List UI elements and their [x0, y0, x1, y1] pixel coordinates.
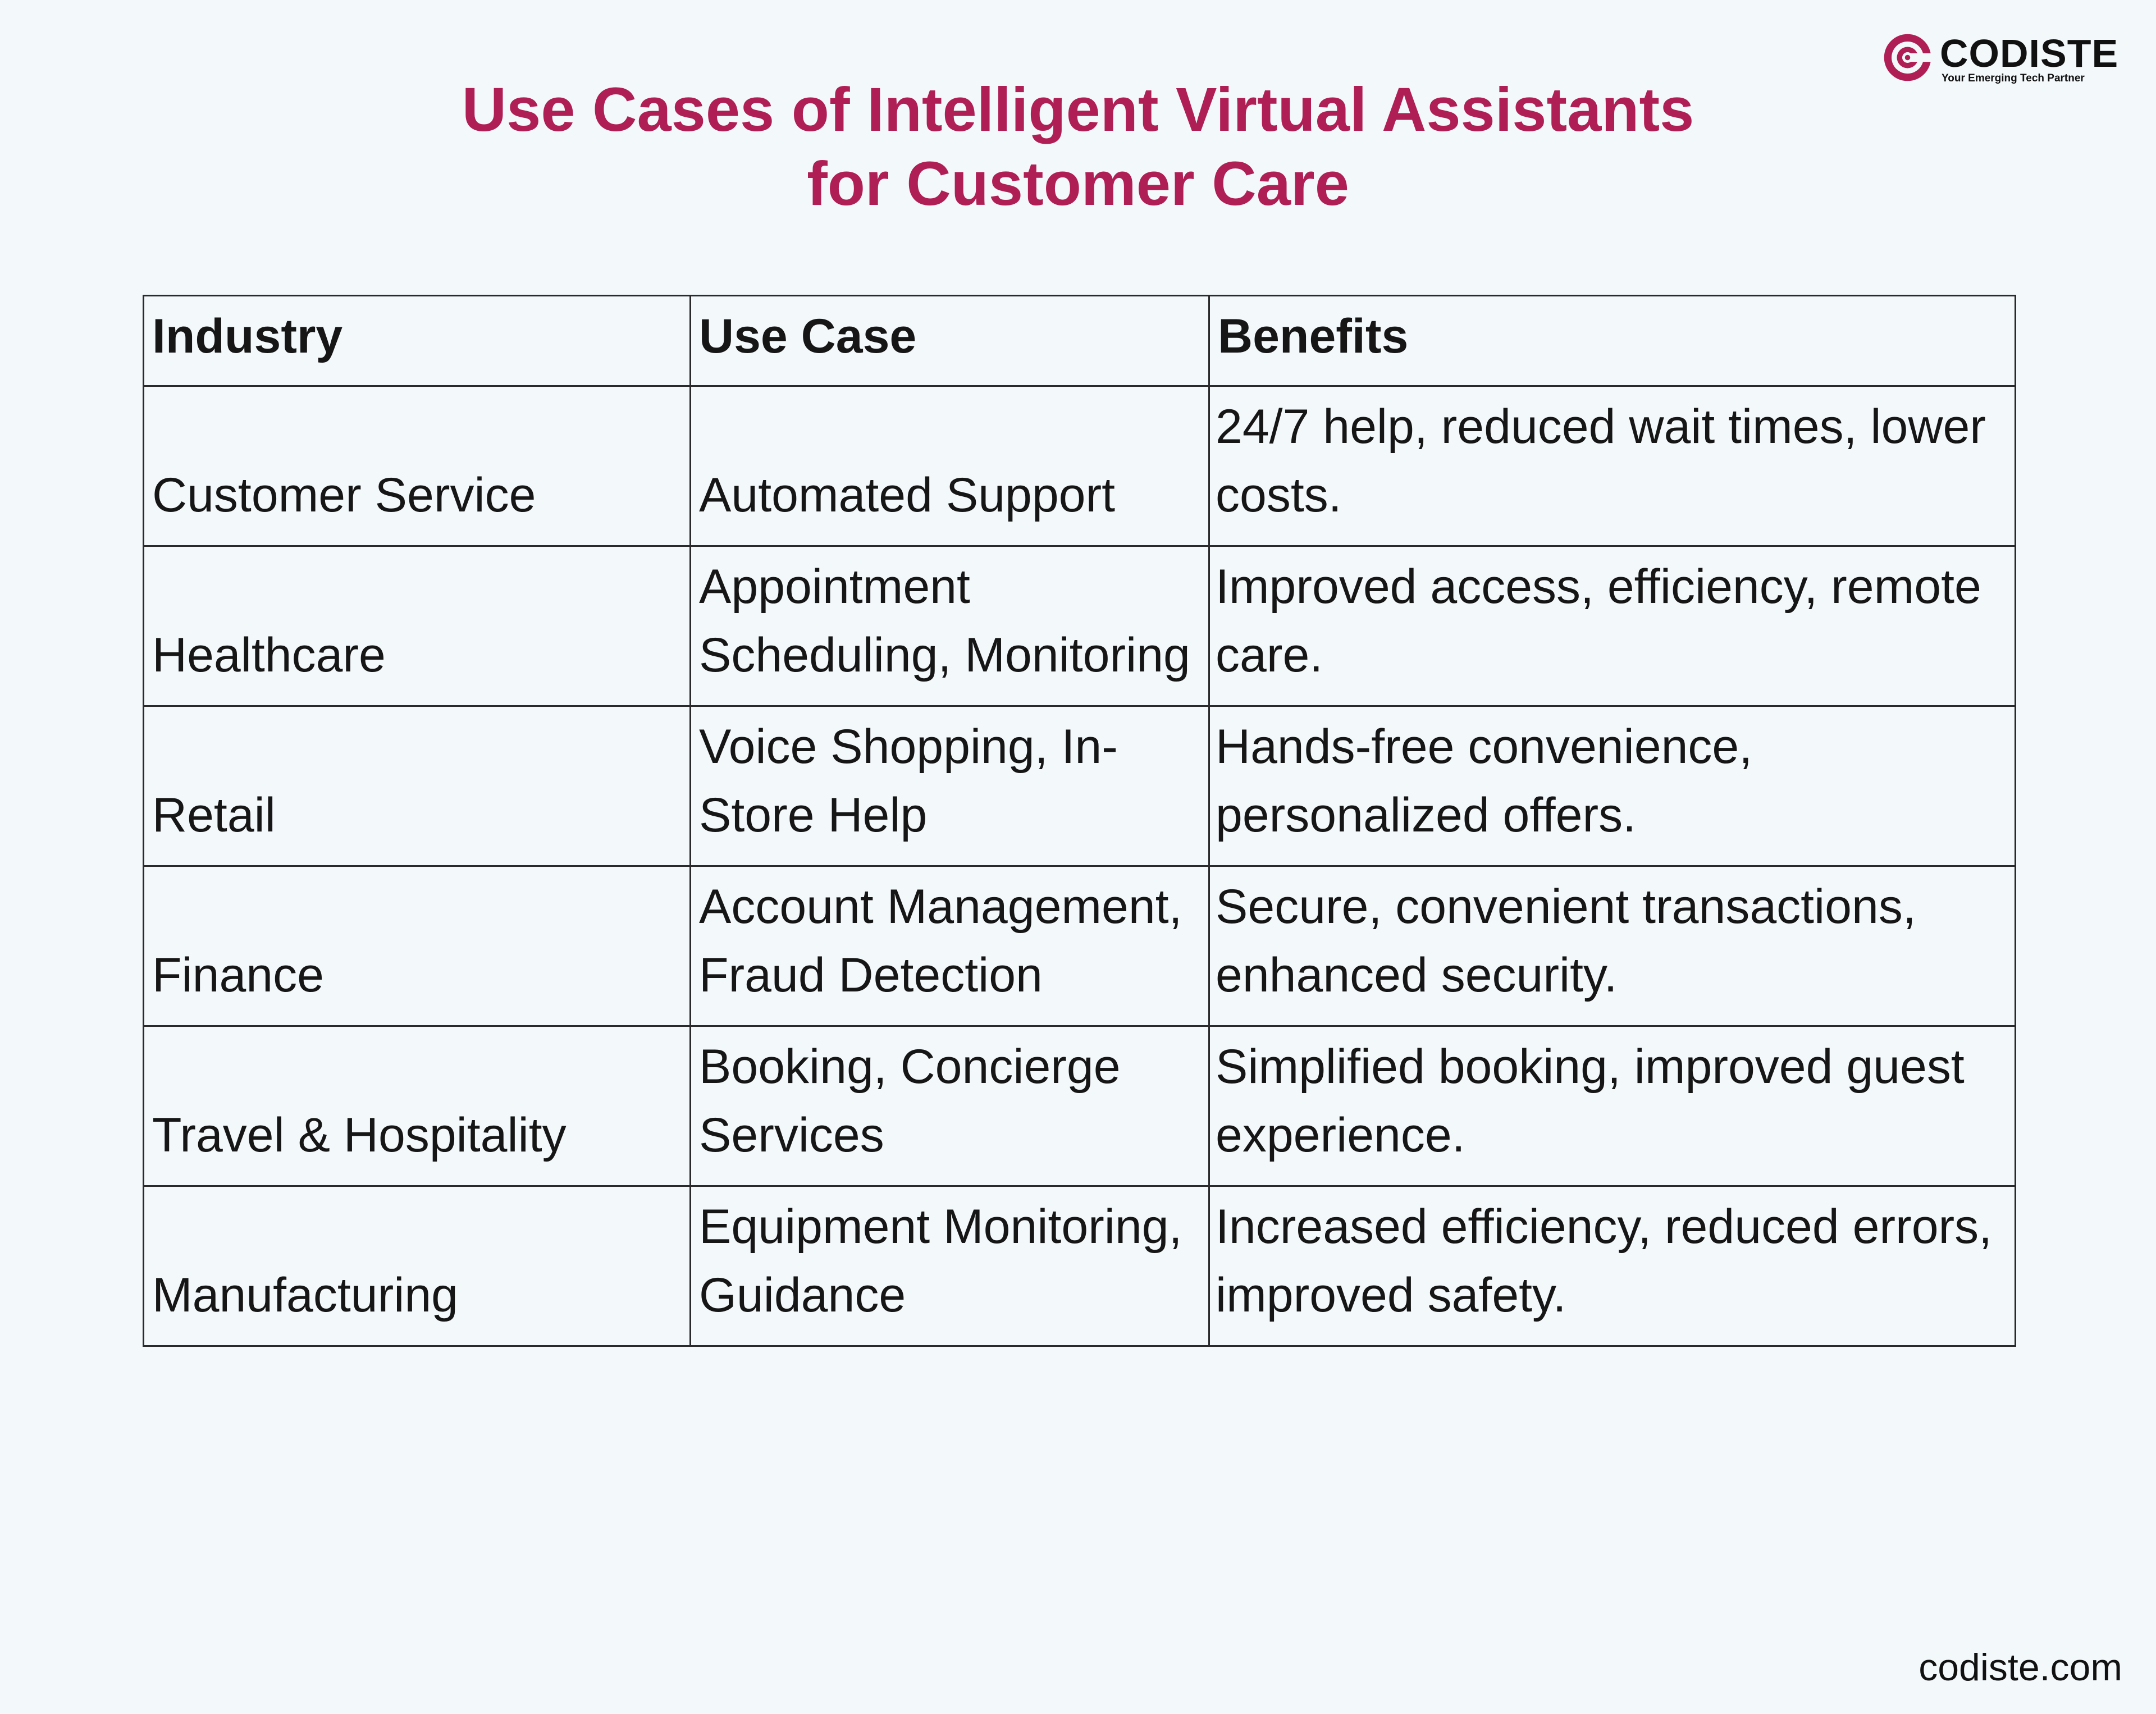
table-header-row: Industry Use Case Benefits: [143, 295, 2016, 387]
cell-benefits: Improved access, efficiency, remote care…: [1208, 545, 2016, 707]
cell-industry: Manufacturing: [143, 1185, 691, 1347]
cell-use-case: Appointment Scheduling, Monitoring: [689, 545, 1210, 707]
header-benefits: Benefits: [1208, 295, 2016, 387]
cell-industry: Healthcare: [143, 545, 691, 707]
cell-benefits: Hands-free convenience, personalized off…: [1208, 705, 2016, 867]
cell-industry: Customer Service: [143, 385, 691, 547]
cell-use-case: Automated Support: [689, 385, 1210, 547]
page-title: Use Cases of Intelligent Virtual Assista…: [0, 73, 2156, 221]
table-row: Finance Account Management, Fraud Detect…: [143, 865, 2016, 1027]
table-row: Customer Service Automated Support 24/7 …: [143, 385, 2016, 547]
brand-tagline: Your Emerging Tech Partner: [1942, 72, 2085, 84]
table-row: Travel & Hospitality Booking, Concierge …: [143, 1025, 2016, 1187]
title-line-1: Use Cases of Intelligent Virtual Assista…: [462, 75, 1694, 144]
table-row: Manufacturing Equipment Monitoring, Guid…: [143, 1185, 2016, 1347]
cell-benefits: 24/7 help, reduced wait times, lower cos…: [1208, 385, 2016, 547]
use-cases-table: Industry Use Case Benefits Customer Serv…: [143, 295, 2016, 1347]
cell-benefits: Simplified booking, improved guest exper…: [1208, 1025, 2016, 1187]
cell-use-case: Voice Shopping, In-Store Help: [689, 705, 1210, 867]
codiste-logo-icon: [1884, 34, 1933, 81]
cell-use-case: Booking, Concierge Services: [689, 1025, 1210, 1187]
table-row: Healthcare Appointment Scheduling, Monit…: [143, 545, 2016, 707]
header-industry: Industry: [143, 295, 691, 387]
table-row: Retail Voice Shopping, In-Store Help Han…: [143, 705, 2016, 867]
cell-use-case: Account Management, Fraud Detection: [689, 865, 1210, 1027]
title-line-2: for Customer Care: [807, 149, 1349, 218]
header-use-case: Use Case: [689, 295, 1210, 387]
cell-use-case: Equipment Monitoring, Guidance: [689, 1185, 1210, 1347]
cell-industry: Retail: [143, 705, 691, 867]
cell-industry: Travel & Hospitality: [143, 1025, 691, 1187]
cell-benefits: Secure, convenient transactions, enhance…: [1208, 865, 2016, 1027]
cell-industry: Finance: [143, 865, 691, 1027]
brand-logo[interactable]: CODISTE Your Emerging Tech Partner: [1881, 31, 2128, 93]
footer-website-link[interactable]: codiste.com: [1919, 1646, 2122, 1689]
brand-name: CODISTE: [1940, 31, 2119, 75]
cell-benefits: Increased efficiency, reduced errors, im…: [1208, 1185, 2016, 1347]
